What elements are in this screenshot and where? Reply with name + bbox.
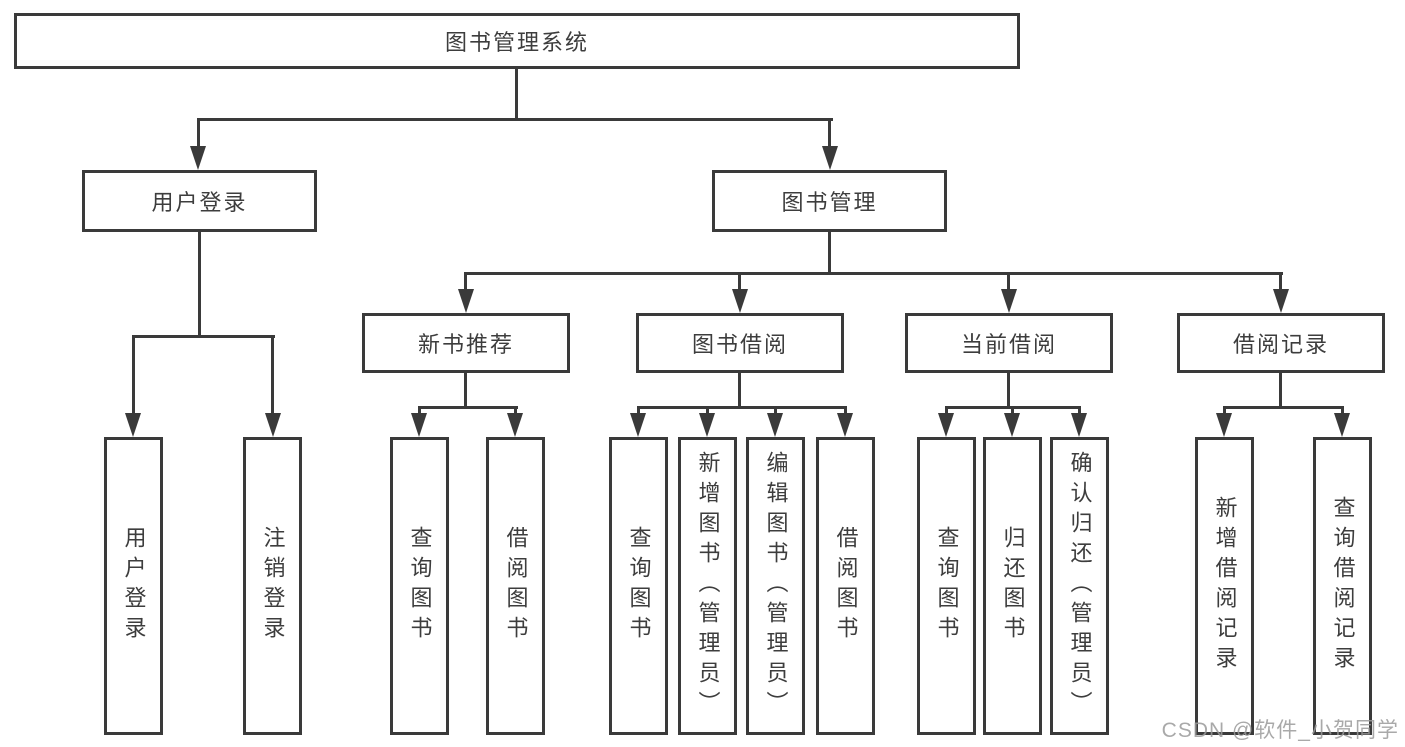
arrowhead-down-icon xyxy=(1071,413,1087,437)
leaf-query-books-borrowing-label: 查询图书 xyxy=(626,526,652,646)
leaf-query-books-borrowing: 查询图书 xyxy=(609,437,668,735)
connector-vline xyxy=(828,232,831,272)
connector-hline xyxy=(465,272,1283,275)
leaf-query-borrow-record-label: 查询借阅记录 xyxy=(1330,496,1356,676)
connector-hline xyxy=(1223,406,1344,409)
leaf-logout-label: 注销登录 xyxy=(260,526,286,646)
leaf-add-borrow-record: 新增借阅记录 xyxy=(1195,437,1254,735)
connector-vline xyxy=(132,335,135,413)
leaf-add-borrow-record-label: 新增借阅记录 xyxy=(1212,496,1238,676)
connector-vline xyxy=(706,406,709,413)
arrowhead-down-icon xyxy=(1004,413,1020,437)
node-new-book-recommendation-label: 新书推荐 xyxy=(417,332,514,357)
leaf-add-books-admin: 新增图书（管理员） xyxy=(678,437,737,735)
arrowhead-down-icon xyxy=(822,146,838,170)
arrowhead-down-icon xyxy=(458,289,474,313)
node-book-borrowing-label: 图书借阅 xyxy=(691,332,788,357)
leaf-confirm-return-admin: 确认归还（管理员） xyxy=(1050,437,1109,735)
node-user-login: 用户登录 xyxy=(82,170,317,232)
arrowhead-down-icon xyxy=(507,413,523,437)
node-new-book-recommendation: 新书推荐 xyxy=(362,313,570,373)
leaf-user-login-label: 用户登录 xyxy=(121,526,147,646)
arrowhead-down-icon xyxy=(125,413,141,437)
leaf-add-books-admin-label: 新增图书（管理员） xyxy=(695,451,721,721)
connector-hline xyxy=(197,118,833,121)
connector-hline xyxy=(637,406,847,409)
node-borrowing-records: 借阅记录 xyxy=(1177,313,1385,373)
connector-vline xyxy=(1078,406,1081,413)
connector-vline xyxy=(197,118,200,146)
node-user-login-label: 用户登录 xyxy=(151,190,248,215)
connector-vline xyxy=(844,406,847,413)
leaf-user-login: 用户登录 xyxy=(104,437,163,735)
connector-vline xyxy=(1007,373,1010,406)
leaf-query-books-current-label: 查询图书 xyxy=(934,526,960,646)
arrowhead-down-icon xyxy=(837,413,853,437)
node-book-management: 图书管理 xyxy=(712,170,947,232)
leaf-confirm-return-admin-label: 确认归还（管理员） xyxy=(1067,451,1093,721)
arrowhead-down-icon xyxy=(630,413,646,437)
leaf-edit-books-admin-label: 编辑图书（管理员） xyxy=(763,451,789,721)
connector-vline xyxy=(514,406,517,413)
arrowhead-down-icon xyxy=(699,413,715,437)
leaf-query-books-recommend: 查询图书 xyxy=(390,437,449,735)
leaf-query-borrow-record: 查询借阅记录 xyxy=(1313,437,1372,735)
leaf-return-books-label: 归还图书 xyxy=(1000,526,1026,646)
arrowhead-down-icon xyxy=(190,146,206,170)
leaf-return-books: 归还图书 xyxy=(983,437,1042,735)
node-book-borrowing: 图书借阅 xyxy=(636,313,844,373)
connector-vline xyxy=(271,335,274,413)
leaf-edit-books-admin: 编辑图书（管理员） xyxy=(746,437,805,735)
connector-vline xyxy=(1279,373,1282,406)
arrowhead-down-icon xyxy=(767,413,783,437)
leaf-query-books-current: 查询图书 xyxy=(917,437,976,735)
connector-vline xyxy=(637,406,640,413)
connector-vline xyxy=(738,272,741,289)
leaf-query-books-recommend-label: 查询图书 xyxy=(407,526,433,646)
connector-vline xyxy=(828,118,831,146)
connector-vline xyxy=(1007,272,1010,289)
leaf-borrow-books: 借阅图书 xyxy=(816,437,875,735)
connector-vline xyxy=(464,373,467,406)
connector-vline xyxy=(1011,406,1014,413)
node-root-label: 图书管理系统 xyxy=(444,30,589,55)
connector-vline xyxy=(1341,406,1344,413)
connector-vline xyxy=(774,406,777,413)
connector-hline xyxy=(132,335,275,338)
arrowhead-down-icon xyxy=(411,413,427,437)
leaf-borrow-books-recommend-label: 借阅图书 xyxy=(503,526,529,646)
connector-vline xyxy=(418,406,421,413)
arrowhead-down-icon xyxy=(1001,289,1017,313)
leaf-logout: 注销登录 xyxy=(243,437,302,735)
arrowhead-down-icon xyxy=(1273,289,1289,313)
arrowhead-down-icon xyxy=(732,289,748,313)
leaf-borrow-books-label: 借阅图书 xyxy=(833,526,859,646)
node-root-library-system: 图书管理系统 xyxy=(14,13,1020,69)
arrowhead-down-icon xyxy=(938,413,954,437)
csdn-watermark: CSDN @软件_小贺同学 xyxy=(1161,719,1399,742)
node-current-borrowing-label: 当前借阅 xyxy=(960,332,1057,357)
node-borrowing-records-label: 借阅记录 xyxy=(1232,332,1329,357)
connector-hline xyxy=(418,406,518,409)
node-book-management-label: 图书管理 xyxy=(781,190,878,215)
connector-vline xyxy=(1223,406,1226,413)
node-current-borrowing: 当前借阅 xyxy=(905,313,1113,373)
arrowhead-down-icon xyxy=(265,413,281,437)
connector-vline xyxy=(464,272,467,289)
leaf-borrow-books-recommend: 借阅图书 xyxy=(486,437,545,735)
connector-vline xyxy=(198,232,201,335)
arrowhead-down-icon xyxy=(1216,413,1232,437)
arrowhead-down-icon xyxy=(1334,413,1350,437)
connector-vline xyxy=(738,373,741,406)
connector-vline xyxy=(1279,272,1282,289)
connector-vline xyxy=(945,406,948,413)
connector-vline xyxy=(515,69,518,118)
